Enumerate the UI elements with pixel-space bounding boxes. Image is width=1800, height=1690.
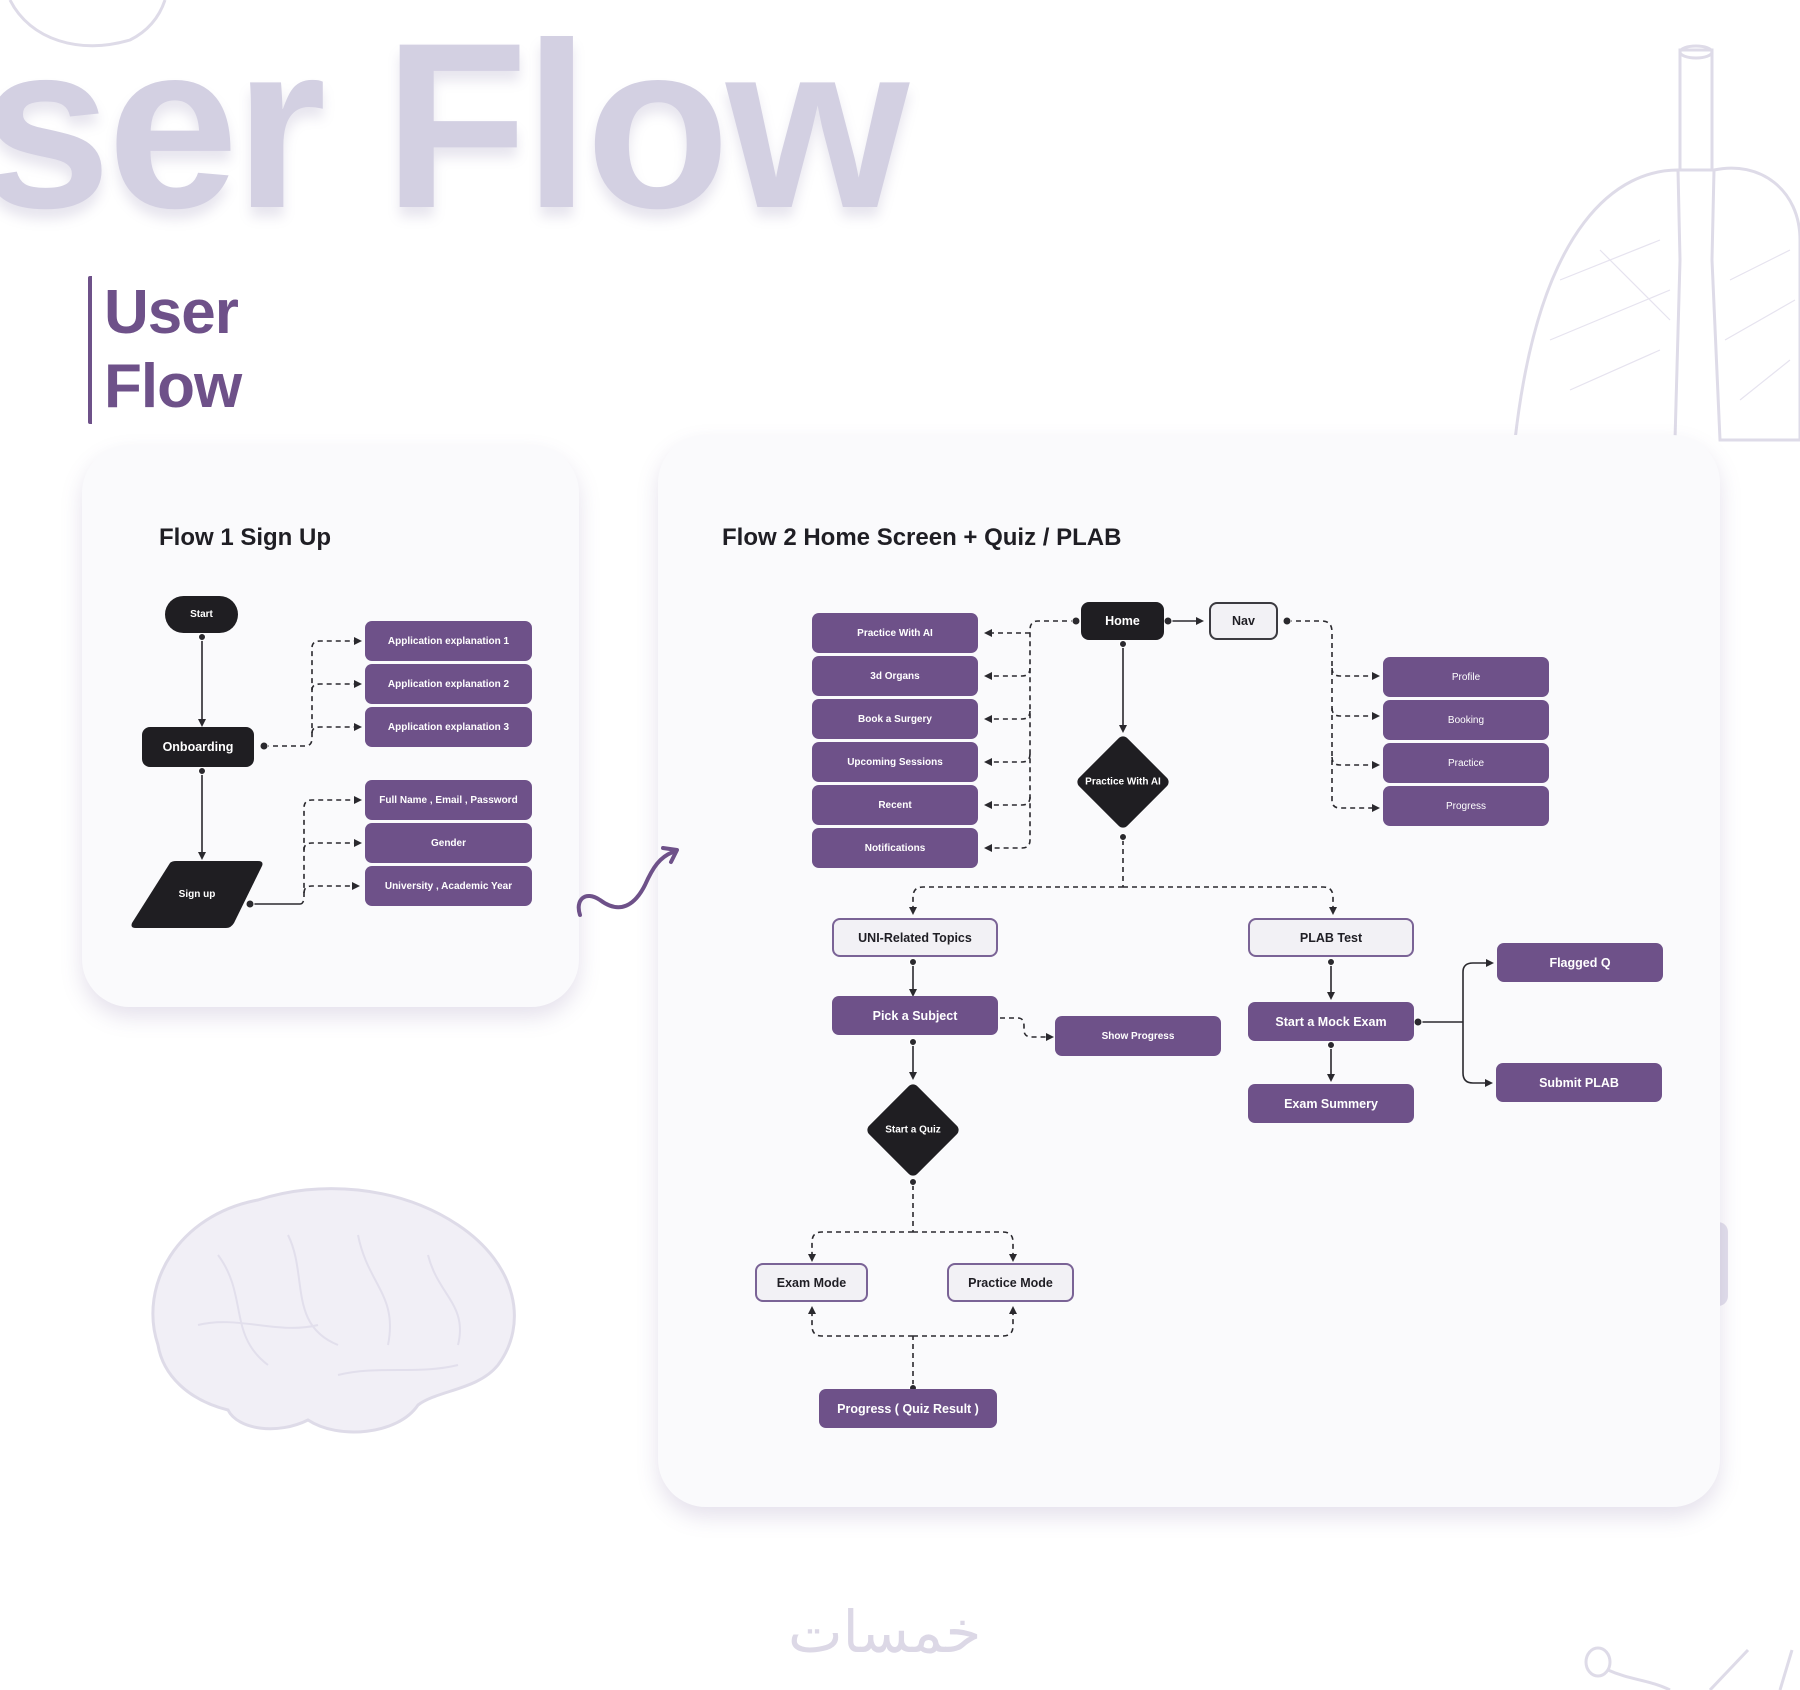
signup-item-3[interactable]: University , Academic Year — [365, 866, 532, 906]
home-item-book-surgery[interactable]: Book a Surgery — [812, 699, 978, 739]
khamsat-watermark: خمسات — [788, 1598, 982, 1666]
signup-item-2[interactable]: Gender — [365, 823, 532, 863]
side-organ-fragment — [1718, 1222, 1728, 1306]
quiz-result-node[interactable]: Progress ( Quiz Result ) — [819, 1389, 997, 1428]
home-item-recent[interactable]: Recent — [812, 785, 978, 825]
start-node[interactable]: Start — [165, 596, 238, 633]
nav-item-profile[interactable]: Profile — [1383, 657, 1549, 697]
onboarding-item-2[interactable]: Application explanation 2 — [365, 664, 532, 704]
parallelogram-shape — [131, 861, 263, 928]
flow1-title: Flow 1 Sign Up — [159, 524, 331, 551]
section-heading-line1: User — [104, 278, 239, 347]
exam-mode-node[interactable]: Exam Mode — [755, 1263, 868, 1302]
brain-illustration — [151, 1187, 516, 1434]
submit-plab-node[interactable]: Submit PLAB — [1496, 1063, 1662, 1102]
decision-label: Practice With AI — [1085, 776, 1161, 788]
plab-test-node[interactable]: PLAB Test — [1248, 918, 1414, 957]
onboarding-node[interactable]: Onboarding — [142, 727, 254, 767]
decision-label: Start a Quiz — [885, 1124, 941, 1136]
stomach-illustration — [1584, 1646, 1794, 1690]
show-progress-node[interactable]: Show Progress — [1055, 1016, 1221, 1056]
lung-illustration — [1513, 44, 1800, 442]
exam-summary-node[interactable]: Exam Summery — [1248, 1084, 1414, 1123]
home-item-upcoming-sessions[interactable]: Upcoming Sessions — [812, 742, 978, 782]
hero-background-title: ser Flow — [0, 0, 909, 258]
section-heading-line2: Flow — [104, 352, 242, 421]
heart-illustration — [8, 0, 167, 48]
nav-node[interactable]: Nav — [1209, 602, 1278, 640]
uni-topics-node[interactable]: UNI-Related Topics — [832, 918, 998, 957]
flagged-q-node[interactable]: Flagged Q — [1497, 943, 1663, 982]
flow2-title: Flow 2 Home Screen + Quiz / PLAB — [722, 524, 1122, 551]
onboarding-item-3[interactable]: Application explanation 3 — [365, 707, 532, 747]
signup-node[interactable]: Sign up — [130, 861, 264, 928]
signup-item-1[interactable]: Full Name , Email , Password — [365, 780, 532, 820]
home-item-notifications[interactable]: Notifications — [812, 828, 978, 868]
section-heading: User Flow — [88, 276, 242, 424]
home-node[interactable]: Home — [1081, 602, 1164, 640]
home-item-3d-organs[interactable]: 3d Organs — [812, 656, 978, 696]
nav-item-booking[interactable]: Booking — [1383, 700, 1549, 740]
nav-item-progress[interactable]: Progress — [1383, 786, 1549, 826]
signup-label: Sign up — [178, 889, 216, 900]
practice-mode-node[interactable]: Practice Mode — [947, 1263, 1074, 1302]
home-item-practice-with-ai[interactable]: Practice With AI — [812, 613, 978, 653]
onboarding-item-1[interactable]: Application explanation 1 — [365, 621, 532, 661]
pick-subject-node[interactable]: Pick a Subject — [832, 996, 998, 1035]
mock-exam-node[interactable]: Start a Mock Exam — [1248, 1002, 1414, 1041]
transition-arrow-icon — [576, 846, 679, 917]
nav-item-practice[interactable]: Practice — [1383, 743, 1549, 783]
